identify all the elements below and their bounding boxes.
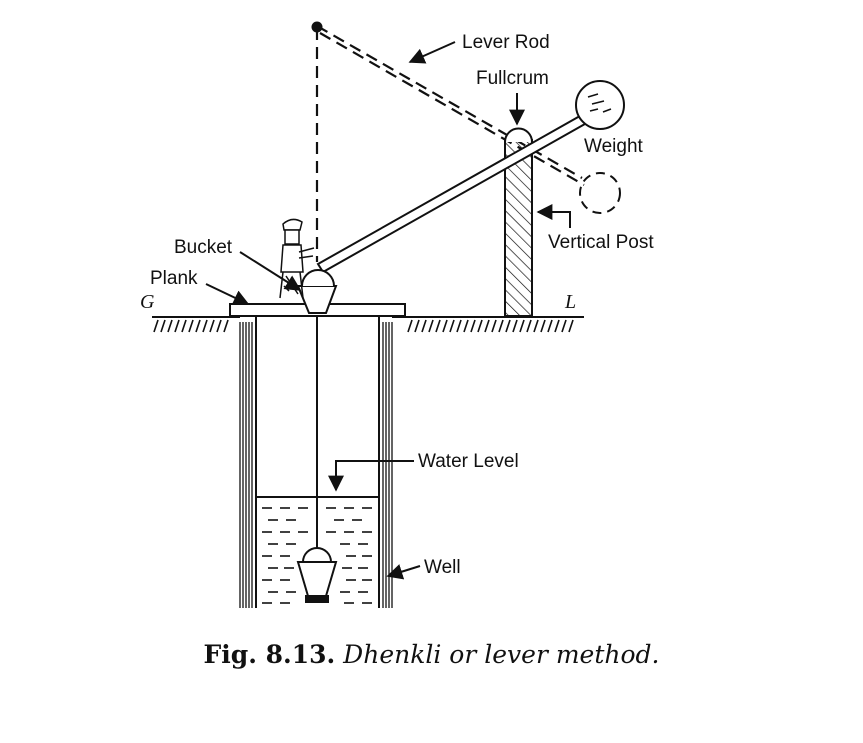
weight [575,80,625,130]
label-fulcrum: Fullcrum [476,68,549,89]
label-vertical-post: Vertical Post [548,232,654,253]
figure-number: Fig. 8.13. [203,640,336,669]
label-lever-rod: Lever Rod [462,32,550,53]
ground-hatch-right [407,319,574,333]
label-bucket: Bucket [174,237,233,258]
label-water-level: Water Level [418,451,519,472]
water [262,507,372,604]
figure-title: Dhenkli or lever method. [343,640,660,669]
label-plank: Plank [150,268,198,289]
rod-pivot [301,269,335,287]
plank-leader [205,283,250,306]
figure-caption: Fig. 8.13. Dhenkli or lever method. [0,640,863,669]
bucket-leader [239,251,302,291]
lever-rod-leader [408,41,456,64]
weight-lowered [579,172,621,214]
submerged-bucket [296,547,338,603]
lever-rod-lowered [315,25,585,262]
water-level-leader [328,460,414,492]
vertical-post-leader [536,204,571,228]
label-weight: Weight [584,136,644,157]
lever-rod-end-point [311,21,323,33]
well-leader [386,564,421,580]
ground-hatch-left [153,319,229,333]
leader-lines [205,41,571,580]
label-well: Well [424,557,461,578]
fulcrum [504,127,533,143]
vertical-post [504,139,533,317]
label-ground-l: L [564,291,576,313]
ground [152,316,584,333]
label-ground-g: G [140,291,155,313]
